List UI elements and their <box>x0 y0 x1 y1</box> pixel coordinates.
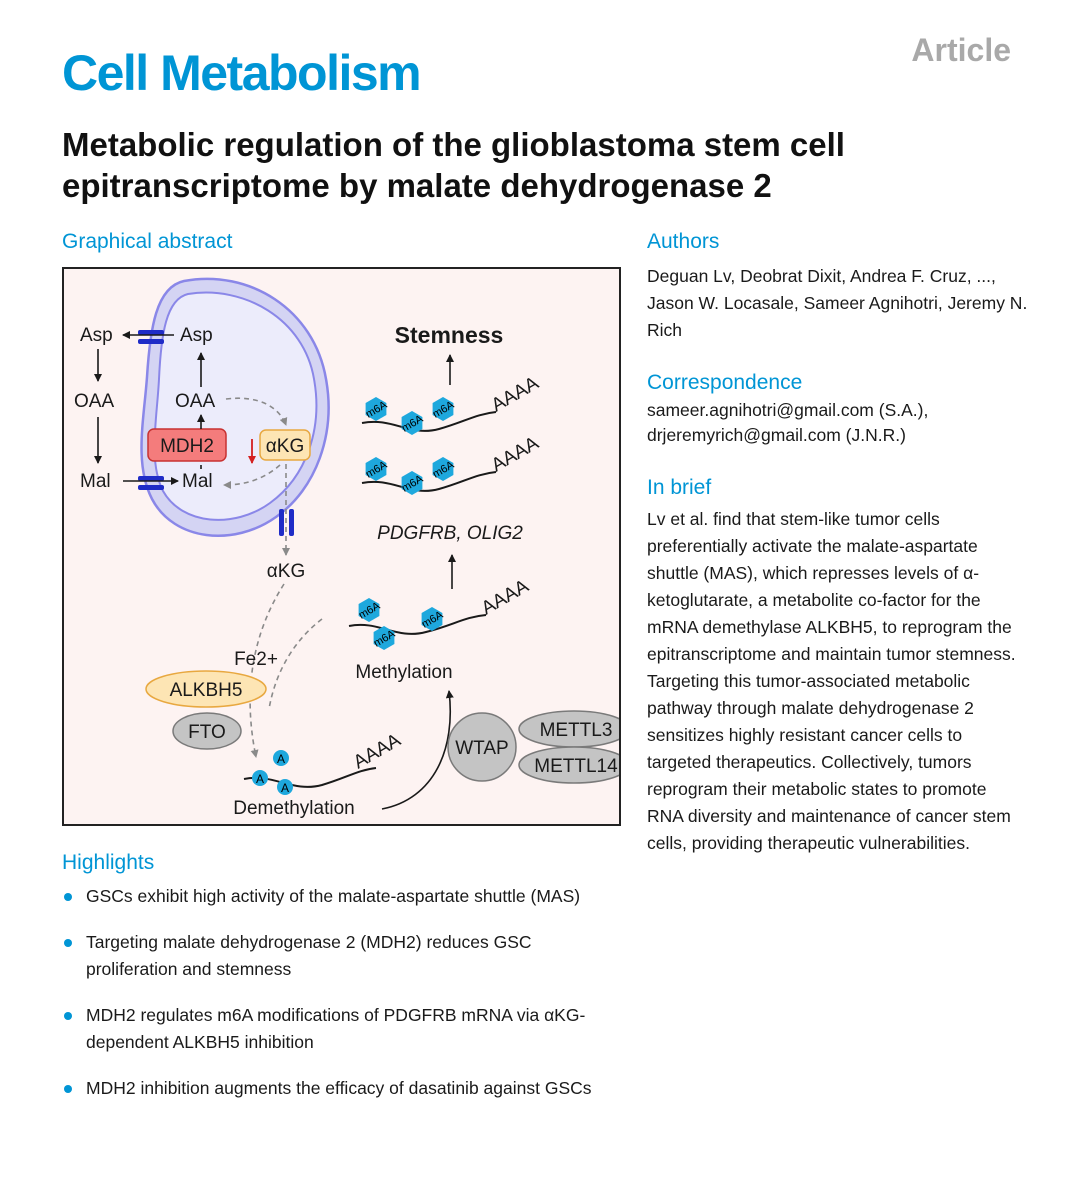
akg-cytosol-label: αKG <box>267 561 305 582</box>
in-brief-heading: In brief <box>647 476 712 499</box>
label-oaa-mito: OAA <box>175 391 215 412</box>
graphical-abstract-figure: Asp OAA Mal Asp OAA Mal MDH2 αKG α <box>62 267 621 826</box>
alkbh5-label: ALKBH5 <box>170 680 243 701</box>
highlight-text: MDH2 inhibition augments the efficacy of… <box>86 1078 592 1098</box>
bullet-icon <box>64 939 72 947</box>
journal-name: Cell Metabolism <box>62 45 422 101</box>
gene-names: PDGFRB, OLIG2 <box>377 523 523 544</box>
mrna-methylated-3: m6A m6A m6A AAAA <box>348 576 533 650</box>
alkbh5-protein: ALKBH5 <box>145 670 267 708</box>
graphical-abstract-diagram: Asp OAA Mal Asp OAA Mal MDH2 αKG α <box>74 277 619 819</box>
highlights-heading: Highlights <box>62 851 155 874</box>
mdh2-label: MDH2 <box>160 436 214 457</box>
highlight-item: Targeting malate dehydrogenase 2 (MDH2) … <box>62 929 622 983</box>
mettl14-label: METTL14 <box>534 756 618 777</box>
akg-mito-label: αKG <box>266 436 304 457</box>
label-mal-cytosol: Mal <box>80 471 111 492</box>
mdh2-enzyme: MDH2 <box>147 428 227 462</box>
mrna-demethylated: A A A AAAA <box>243 730 405 795</box>
fto-protein: FTO <box>172 712 242 750</box>
label-asp-mito: Asp <box>180 325 213 346</box>
mrna-methylated-2: m6A m6A m6A AAAA <box>361 433 543 495</box>
highlight-text: MDH2 regulates m6A modifications of PDGF… <box>86 1005 586 1052</box>
highlight-text: Targeting malate dehydrogenase 2 (MDH2) … <box>86 932 532 979</box>
highlights-list: GSCs exhibit high activity of the malate… <box>62 883 622 1121</box>
demethylation-label: Demethylation <box>233 798 354 819</box>
correspondence-emails[interactable]: sameer.agnihotri@gmail.com (S.A.), drjer… <box>647 398 1047 448</box>
polya-label: AAAA <box>478 576 533 620</box>
label-mal-mito: Mal <box>182 471 213 492</box>
highlight-item: MDH2 inhibition augments the efficacy of… <box>62 1075 622 1102</box>
highlight-text: GSCs exhibit high activity of the malate… <box>86 886 581 906</box>
wtap-label: WTAP <box>455 738 508 759</box>
bullet-icon <box>64 1012 72 1020</box>
article-type-label: Article <box>911 32 1011 68</box>
bullet-icon <box>64 893 72 901</box>
bullet-icon <box>64 1085 72 1093</box>
fe2-label: Fe2+ <box>234 649 278 670</box>
a-base-label: A <box>277 752 285 766</box>
transporter-mal <box>138 476 164 490</box>
methylation-label: Methylation <box>355 662 452 683</box>
a-base-label: A <box>256 772 264 786</box>
label-asp-cytosol: Asp <box>80 325 113 346</box>
correspondence-heading: Correspondence <box>647 371 803 394</box>
mrna-methylated-1: m6A m6A m6A AAAA <box>361 373 543 435</box>
correspondence-email-2[interactable]: drjeremyrich@gmail.com (J.N.R.) <box>647 425 906 445</box>
authors-list[interactable]: Deguan Lv, Deobrat Dixit, Andrea F. Cruz… <box>647 266 1028 340</box>
mettl3-label: METTL3 <box>540 720 613 741</box>
authors-heading: Authors <box>647 230 720 253</box>
highlight-item: GSCs exhibit high activity of the malate… <box>62 883 622 910</box>
transporter-asp <box>138 330 164 344</box>
transporter-akg <box>279 509 294 536</box>
fto-label: FTO <box>188 722 226 743</box>
graphical-abstract-heading: Graphical abstract <box>62 230 233 253</box>
akg-mito: αKG <box>259 429 311 461</box>
correspondence-email-1[interactable]: sameer.agnihotri@gmail.com (S.A.), <box>647 400 929 420</box>
label-oaa-cytosol: OAA <box>74 391 114 412</box>
polya-label: AAAA <box>350 730 405 774</box>
highlight-item: MDH2 regulates m6A modifications of PDGF… <box>62 1002 622 1056</box>
article-title: Metabolic regulation of the glioblastoma… <box>62 126 845 204</box>
polya-label: AAAA <box>488 433 543 477</box>
a-base-label: A <box>281 781 289 795</box>
stemness-label: Stemness <box>395 322 504 348</box>
writer-complex: WTAP METTL3 METTL14 <box>447 710 619 784</box>
in-brief-text: Lv et al. find that stem-like tumor cell… <box>647 509 1016 853</box>
mitochondrion <box>140 277 330 537</box>
polya-label: AAAA <box>488 373 543 417</box>
